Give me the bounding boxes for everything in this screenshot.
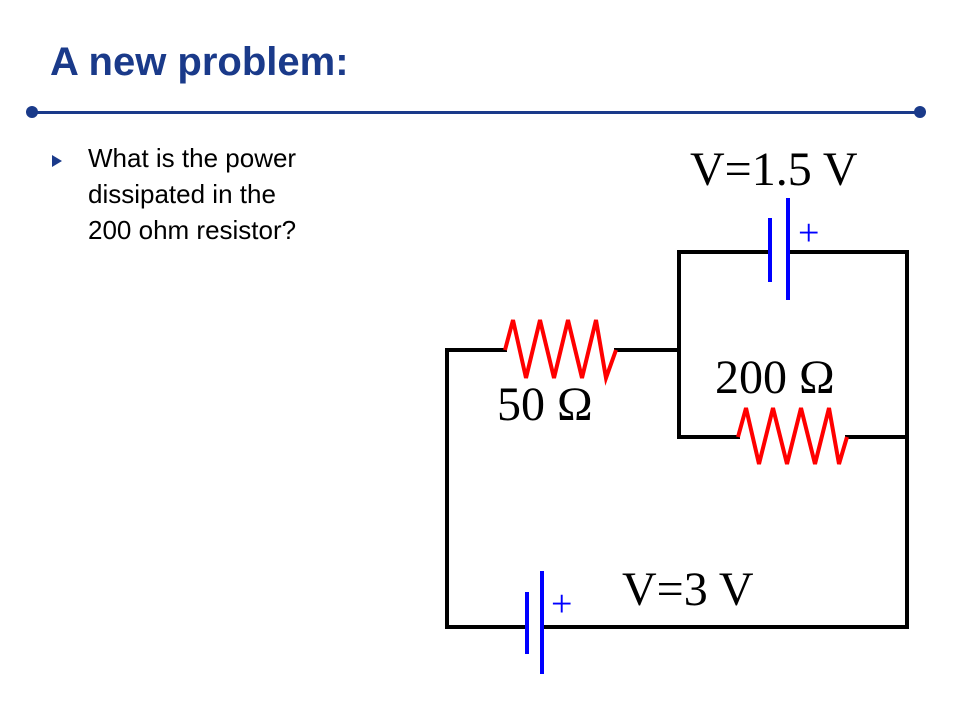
bottom-battery-label: V=3 V — [622, 563, 754, 616]
battery-bottom — [525, 571, 544, 674]
wire-outer-left — [445, 348, 529, 629]
resistor-50-zigzag — [503, 319, 618, 386]
bullet-item: What is the power dissipated in the 200 … — [52, 140, 392, 248]
bottom-battery-plus: + — [551, 583, 572, 625]
resistor-50-label: 50 Ω — [497, 378, 593, 431]
battery-top — [768, 198, 790, 300]
bullet-text: What is the power dissipated in the 200 … — [88, 140, 392, 248]
resistor-200-zigzag — [736, 407, 849, 465]
resistor-200-label: 200 Ω — [715, 351, 835, 404]
title-rule — [32, 111, 920, 114]
bullet-line-1: What is the power — [88, 143, 297, 173]
title-rule-left-dot — [26, 106, 38, 118]
wires — [445, 250, 909, 629]
wire-top-branch-right — [786, 250, 909, 629]
bullet-arrow-icon — [52, 155, 62, 167]
bullet-line-2: dissipated in the — [88, 179, 276, 209]
top-battery-plus: + — [798, 212, 819, 254]
slide-title: A new problem: — [50, 40, 349, 84]
top-battery-label: V=1.5 V — [690, 143, 858, 196]
title-rule-right-dot — [914, 106, 926, 118]
bullet-line-3: 200 ohm resistor? — [88, 215, 297, 245]
